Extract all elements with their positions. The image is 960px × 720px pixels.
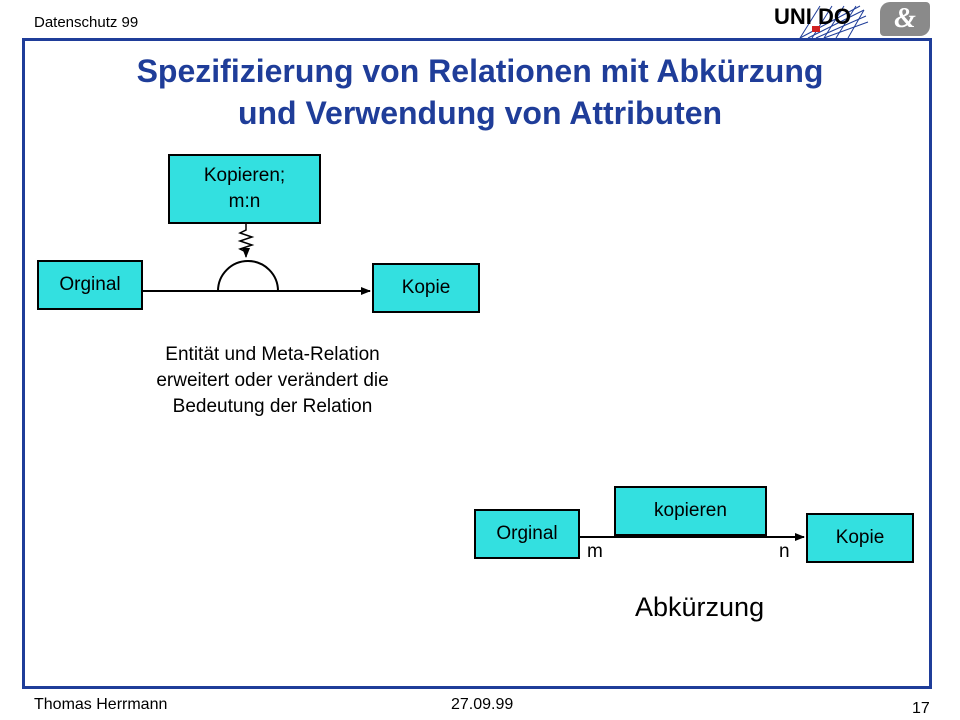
cardinality-n: n [779,541,790,562]
uni-do-logo: UNI DO [760,0,870,40]
meta-relation-box: Kopieren; m:n [168,154,321,224]
uni-do-logo-text: UNI DO [774,4,851,29]
ampersand-logo: & [880,2,930,36]
meta-relation-box-line-1: Kopieren; [203,165,286,186]
header-course-label: Datenschutz 99 [34,14,139,31]
uni-do-logo-grid-icon [799,5,869,39]
meta-relation-box-line-2: m:n [228,191,261,212]
slide-frame [22,38,932,689]
bottom-original-box: Orginal [474,509,580,559]
bottom-relation-box: kopieren [614,486,767,536]
footer-date: 27.09.99 [451,696,514,713]
slide-title-line-1: Spezifizierung von Relationen mit Abkürz… [136,53,824,89]
description-line-1: Entität und Meta-Relation [165,344,380,365]
top-original-box: Orginal [37,260,143,310]
top-copy-box: Kopie [372,263,480,313]
ampersand-logo-text: & [894,3,916,34]
cardinality-m: m [587,541,603,562]
shortcut-caption: Abkürzung [635,592,765,622]
slide-title-line-2: und Verwendung von Attributen [237,95,723,131]
meta-relation-semicircle [217,260,279,292]
meta-link-zigzag [237,224,255,258]
slide-title: Spezifizierung von Relationen mit Abkürz… [40,50,920,134]
bottom-copy-box: Kopie [806,513,914,563]
footer-author: Thomas Herrmann [34,696,168,713]
description-line-3: Bedeutung der Relation [172,396,373,417]
footer-page-number: 17 [912,700,930,717]
description-line-2: erweitert oder verändert die [156,370,389,391]
description-text: Entität und Meta-Relation erweitert oder… [100,342,445,420]
